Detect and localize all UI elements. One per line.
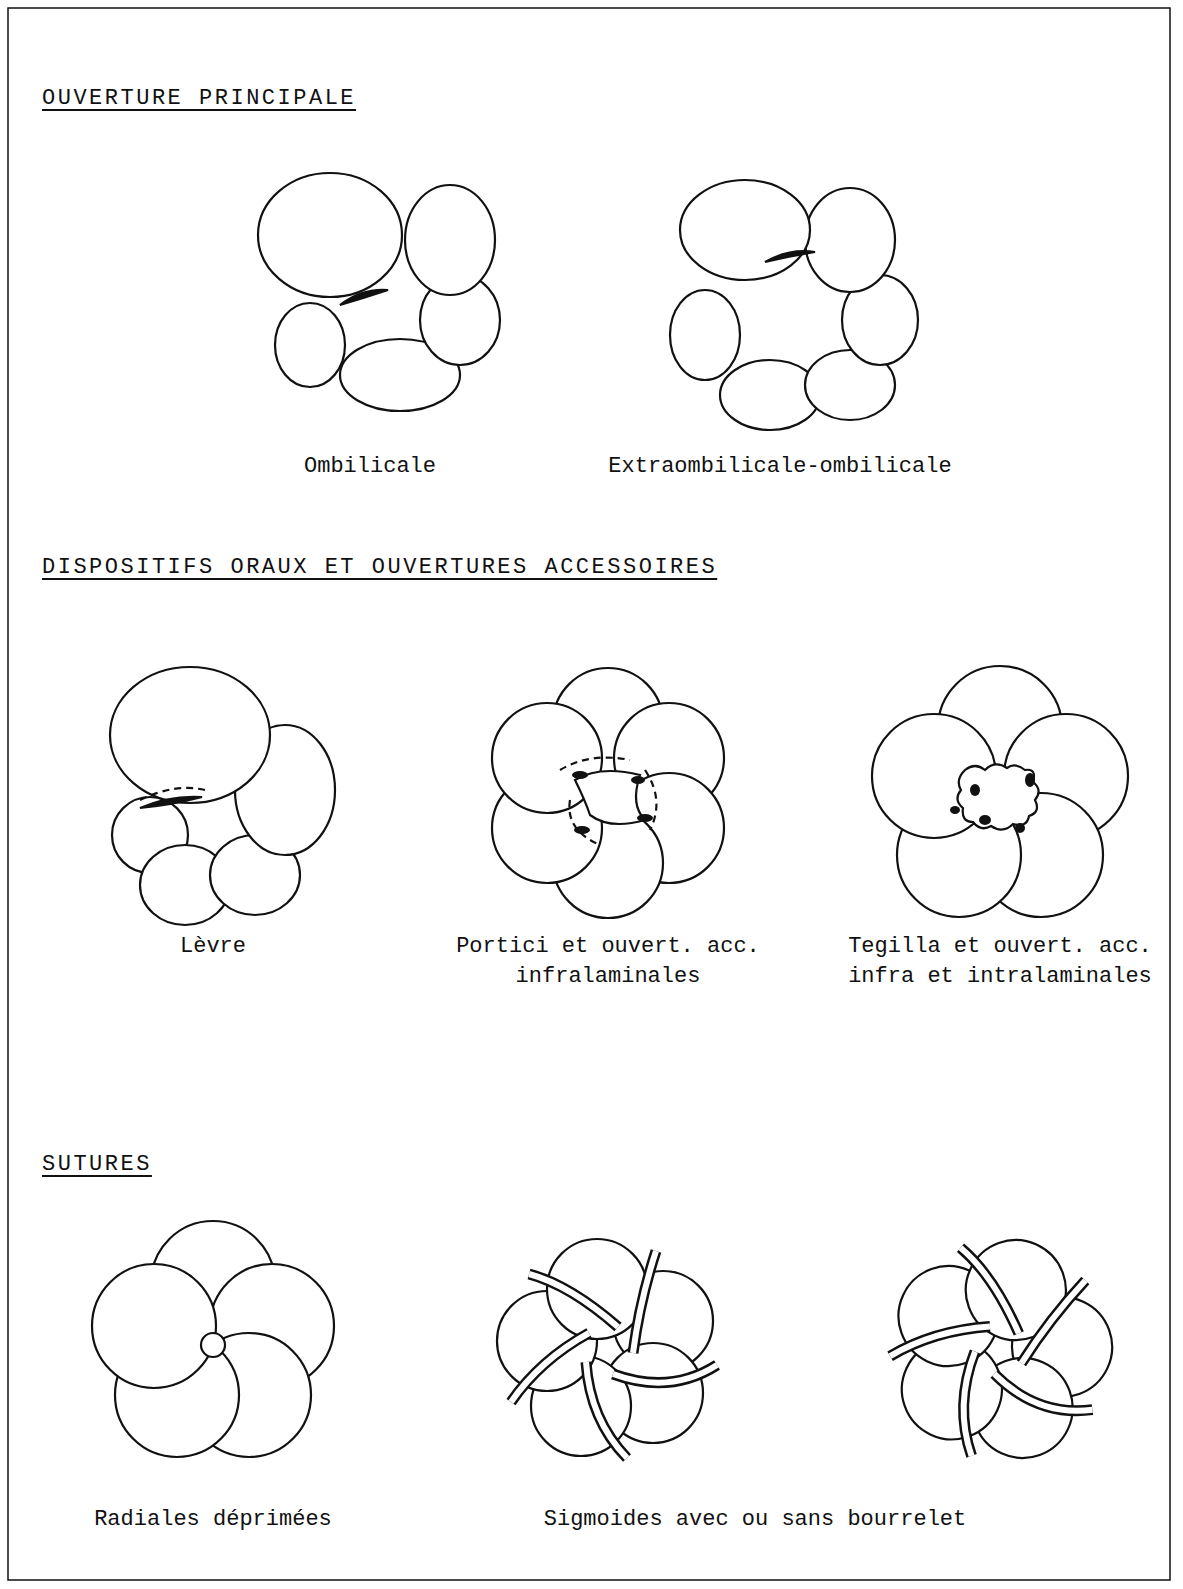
figure-caption: Lèvre: [53, 932, 373, 962]
figure-caption: Sigmoides avec ou sans bourrelet: [475, 1505, 1035, 1535]
portici-foram: [492, 668, 724, 918]
figure-caption: Extraombilicale-ombilicale: [570, 452, 990, 482]
figure-caption: Portici et ouvert. acc. infralaminales: [448, 932, 768, 992]
radial-sutures-foram: [92, 1221, 334, 1457]
figure-caption: Ombilicale: [210, 452, 530, 482]
frame: [8, 8, 1170, 1580]
section-heading: SUTURES: [42, 1150, 152, 1180]
section-heading: DISPOSITIFS ORAUX ET OUVERTURES ACCESSOI…: [42, 553, 717, 583]
figure-caption: Tegilla et ouvert. acc. infra et intrala…: [840, 932, 1160, 992]
sigmoid-sutures-foram: [497, 1239, 717, 1458]
section-heading: OUVERTURE PRINCIPALE: [42, 84, 356, 114]
lip-foram: [110, 667, 335, 925]
tegilla-foram: [872, 666, 1128, 917]
figure-caption: Radiales déprimées: [43, 1505, 383, 1535]
extraumbilical-foram: [670, 180, 918, 430]
sigmoid-keeled-foram: [854, 1202, 1146, 1493]
umbilical-foram: [258, 173, 500, 411]
